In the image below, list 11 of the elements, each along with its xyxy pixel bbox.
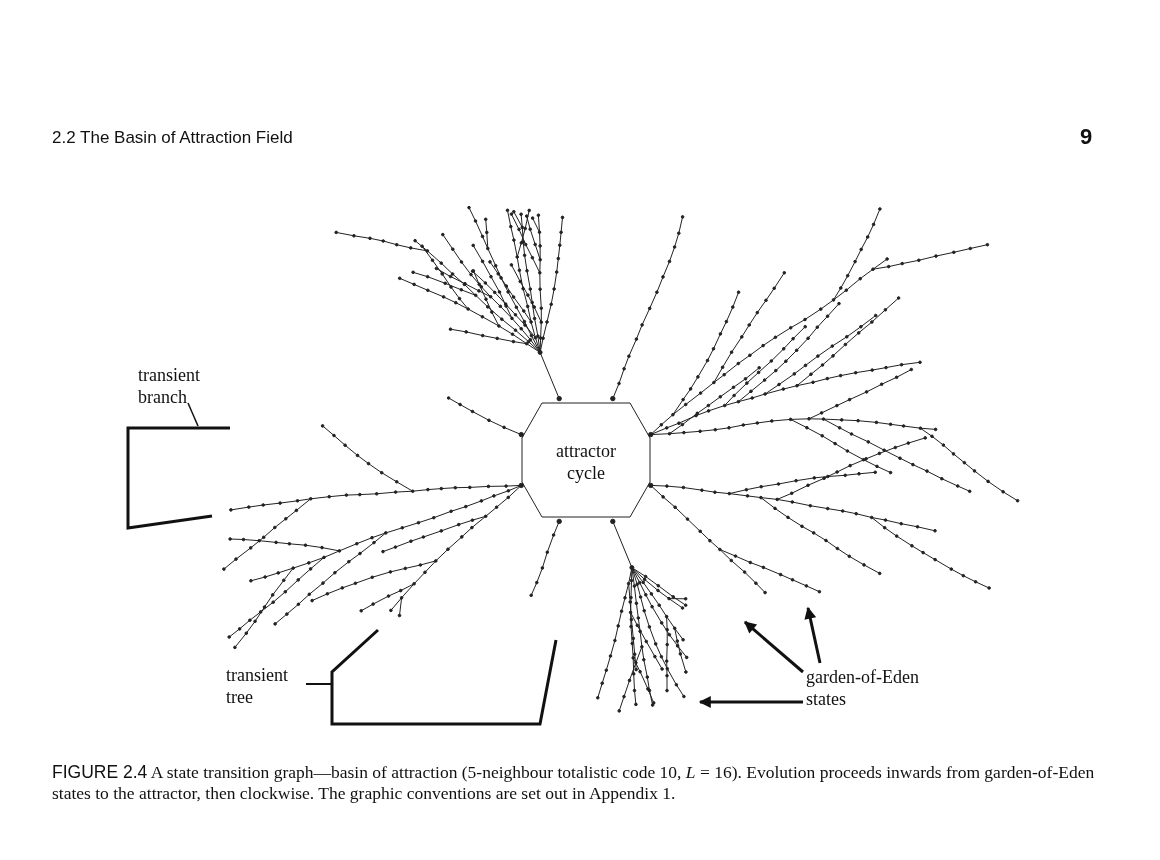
figure-caption: FIGURE 2.4 A state transition graph—basin of attraction (5-neighbour totalistic code 10, L = 16). Evolution proceeds inwards from garden-of-Eden states to the attractor, then clockwise. The graphic conventions are set out in Appendix 1. (52, 762, 1096, 804)
annotation-label: transient branch (138, 364, 201, 408)
arrow (744, 620, 804, 674)
annotation-label: garden-of-Eden states (806, 666, 956, 710)
node-label: attractor cycle (555, 440, 617, 484)
arrow (804, 606, 822, 664)
arrow (698, 696, 803, 708)
page-number: 9 (1080, 124, 1093, 150)
attractor-octagon (520, 400, 652, 520)
section-heading: 2.2 The Basin of Attraction Field (52, 128, 293, 148)
annotation-label: transient tree (226, 664, 289, 708)
